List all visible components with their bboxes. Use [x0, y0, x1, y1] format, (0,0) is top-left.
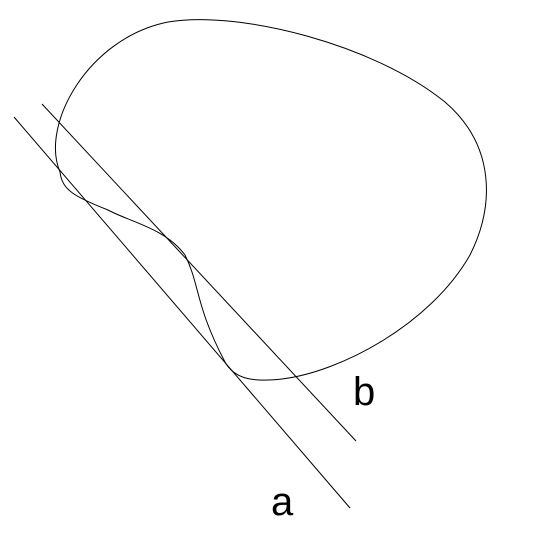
- label-b: b: [353, 370, 375, 414]
- label-a: a: [271, 480, 294, 524]
- closed-curve: [55, 19, 487, 381]
- line-a: [13, 116, 351, 509]
- line-b: [41, 103, 357, 442]
